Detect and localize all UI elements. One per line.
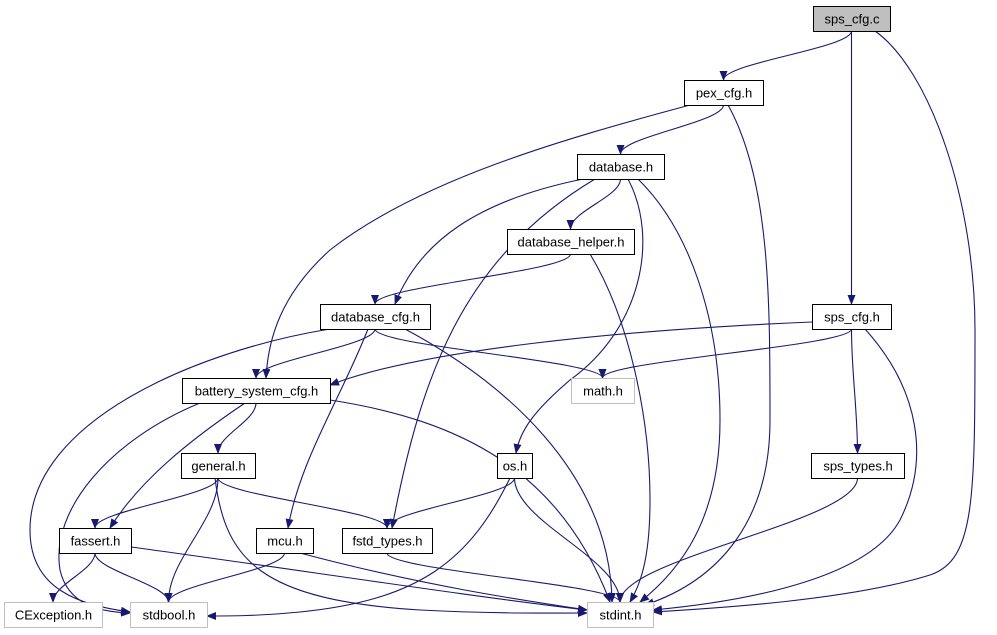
node-label: general.h	[191, 459, 245, 474]
node-box	[130, 602, 208, 628]
node-label: sps_cfg.h	[824, 310, 880, 325]
edge-database-h-to-fstd-types-h	[389, 178, 596, 529]
edge-battery-system-cfg-h-to-stdbool-h	[58, 402, 201, 617]
edge-pex-cfg-h-to-stdint-h	[644, 104, 771, 606]
edge-database-cfg-h-to-mcu-h	[285, 328, 369, 529]
node-general-h[interactable]: general.h	[181, 453, 256, 479]
node-label: math.h	[583, 384, 623, 399]
edge-sps-cfg-h-to-stdint-h	[652, 328, 918, 614]
node-fassert-h[interactable]: fassert.h	[59, 528, 132, 554]
node-box	[256, 528, 314, 554]
edge-database-cfg-h-to-battery-system-cfg-h	[252, 328, 376, 379]
edge-pex-cfg-h-to-database-h	[616, 104, 725, 155]
edge-database-h-to-database-helper-h	[566, 178, 622, 230]
node-label: database_helper.h	[518, 235, 625, 250]
node-box	[812, 304, 892, 330]
node-box	[587, 602, 654, 628]
node-label: CException.h	[15, 608, 92, 623]
node-os-h[interactable]: os.h	[497, 453, 533, 479]
edge-pex-cfg-h-to-battery-system-cfg-h	[262, 104, 691, 379]
edge-database-h-to-database-cfg-h	[394, 178, 584, 305]
edge-database-h-to-os-h	[513, 178, 644, 454]
node-stdint-h: stdint.h	[587, 602, 654, 628]
node-math-h: math.h	[571, 378, 635, 404]
edge-sps-cfg-h-to-sps-types-h	[850, 328, 862, 454]
node-label: mcu.h	[267, 534, 302, 549]
node-database-cfg-h[interactable]: database_cfg.h	[320, 304, 431, 330]
edge-database-cfg-h-to-stdbool-h	[29, 328, 331, 615]
edge-sps-cfg-h-to-math-h	[598, 328, 853, 379]
node-label: sps_cfg.c	[825, 12, 880, 27]
node-pex-cfg-h[interactable]: pex_cfg.h	[684, 80, 764, 106]
edge-database-helper-h-to-stdint-h	[589, 253, 651, 603]
edge-fassert-h-to-stdbool-h	[94, 552, 173, 603]
node-box	[571, 378, 635, 404]
node-label: stdbool.h	[143, 608, 196, 623]
node-box	[813, 6, 891, 32]
node-box	[342, 528, 433, 554]
edge-fstd-types-h-to-stdint-h	[386, 552, 624, 603]
node-box	[577, 154, 665, 180]
node-box	[59, 528, 132, 554]
node-mcu-h[interactable]: mcu.h	[256, 528, 314, 554]
node-box	[811, 453, 905, 479]
node-sps-types-h[interactable]: sps_types.h	[811, 453, 905, 479]
edge-sps-cfg-c-to-pex-cfg-h	[719, 30, 853, 81]
edge-sps-cfg-h-to-battery-system-cfg-h	[329, 321, 813, 386]
edge-general-h-to-stdbool-h	[164, 477, 219, 603]
edge-fassert-h-to-CException-h	[49, 552, 96, 603]
node-label: os.h	[503, 459, 528, 474]
node-label: database_cfg.h	[331, 310, 420, 325]
node-label: database.h	[589, 160, 653, 175]
node-box	[320, 304, 431, 330]
edge-sps-types-h-to-stdint-h	[616, 477, 859, 603]
edge-os-h-to-stdint-h	[513, 477, 624, 603]
node-label: stdint.h	[600, 608, 642, 623]
node-sps-cfg-c[interactable]: sps_cfg.c	[813, 6, 891, 32]
node-box	[684, 80, 764, 106]
edge-battery-system-cfg-h-to-general-h	[214, 402, 257, 454]
node-box	[182, 378, 331, 404]
node-fstd-types-h[interactable]: fstd_types.h	[342, 528, 433, 554]
node-database-helper-h[interactable]: database_helper.h	[507, 229, 635, 255]
edge-database-cfg-h-to-stdint-h	[404, 328, 616, 603]
node-label: pex_cfg.h	[696, 86, 752, 101]
edge-battery-system-cfg-h-to-stdint-h	[329, 399, 611, 603]
edge-database-h-to-stdint-h	[637, 178, 721, 603]
node-battery-system-cfg-h[interactable]: battery_system_cfg.h	[182, 378, 331, 404]
edge-sps-cfg-c-to-stdint-h	[652, 30, 976, 616]
node-label: sps_types.h	[823, 459, 892, 474]
node-sps-cfg-h[interactable]: sps_cfg.h	[812, 304, 892, 330]
edge-fassert-h-to-stdint-h	[130, 546, 588, 613]
node-box	[4, 602, 103, 628]
nodes-layer: sps_cfg.c pex_cfg.h database.h database_hel…	[4, 6, 905, 628]
node-stdbool-h: stdbool.h	[130, 602, 208, 628]
node-CException-h: CException.h	[4, 602, 103, 628]
node-box	[497, 453, 533, 479]
node-label: battery_system_cfg.h	[195, 384, 319, 399]
edge-mcu-h-to-stdbool-h	[164, 552, 286, 603]
edge-general-h-to-stdint-h	[214, 477, 588, 618]
edge-general-h-to-fstd-types-h	[217, 477, 391, 529]
edge-general-h-to-fassert-h	[91, 477, 219, 529]
node-database-h[interactable]: database.h	[577, 154, 665, 180]
edge-database-helper-h-to-database-cfg-h	[371, 253, 572, 305]
edge-battery-system-cfg-h-to-fassert-h	[109, 402, 246, 529]
node-box	[181, 453, 256, 479]
edge-mcu-h-to-stdint-h	[299, 552, 588, 613]
edge-database-cfg-h-to-math-h	[374, 328, 607, 379]
node-box	[507, 229, 635, 255]
edge-os-h-to-stdbool-h	[206, 477, 511, 620]
node-label: fassert.h	[71, 534, 121, 549]
node-label: fstd_types.h	[352, 534, 422, 549]
edge-os-h-to-fstd-types-h	[383, 477, 516, 529]
